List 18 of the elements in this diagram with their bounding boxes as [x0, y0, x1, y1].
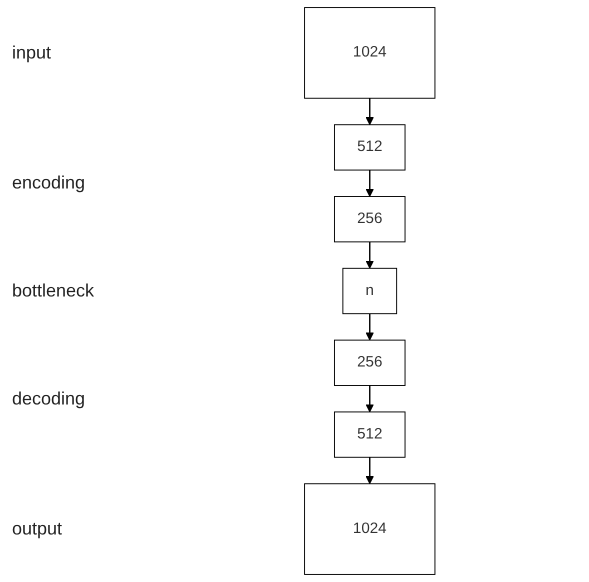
arrow [365, 457, 374, 484]
arrow [365, 98, 374, 126]
stage-label: decoding [12, 388, 86, 410]
node-box: n [342, 268, 397, 314]
node-box: 256 [334, 340, 406, 386]
arrow [365, 170, 374, 197]
node-box: 512 [334, 124, 406, 171]
node-box: 256 [334, 196, 406, 242]
stage-label: encoding [12, 172, 86, 194]
node-box: 512 [334, 411, 406, 458]
node-box: 1024 [304, 483, 436, 575]
arrow [365, 385, 374, 412]
stage-label: input [12, 42, 52, 64]
stage-label: output [12, 518, 62, 540]
arrow [365, 314, 374, 340]
arrow [365, 242, 374, 269]
stage-label: bottleneck [12, 280, 94, 302]
node-box: 1024 [304, 7, 436, 99]
